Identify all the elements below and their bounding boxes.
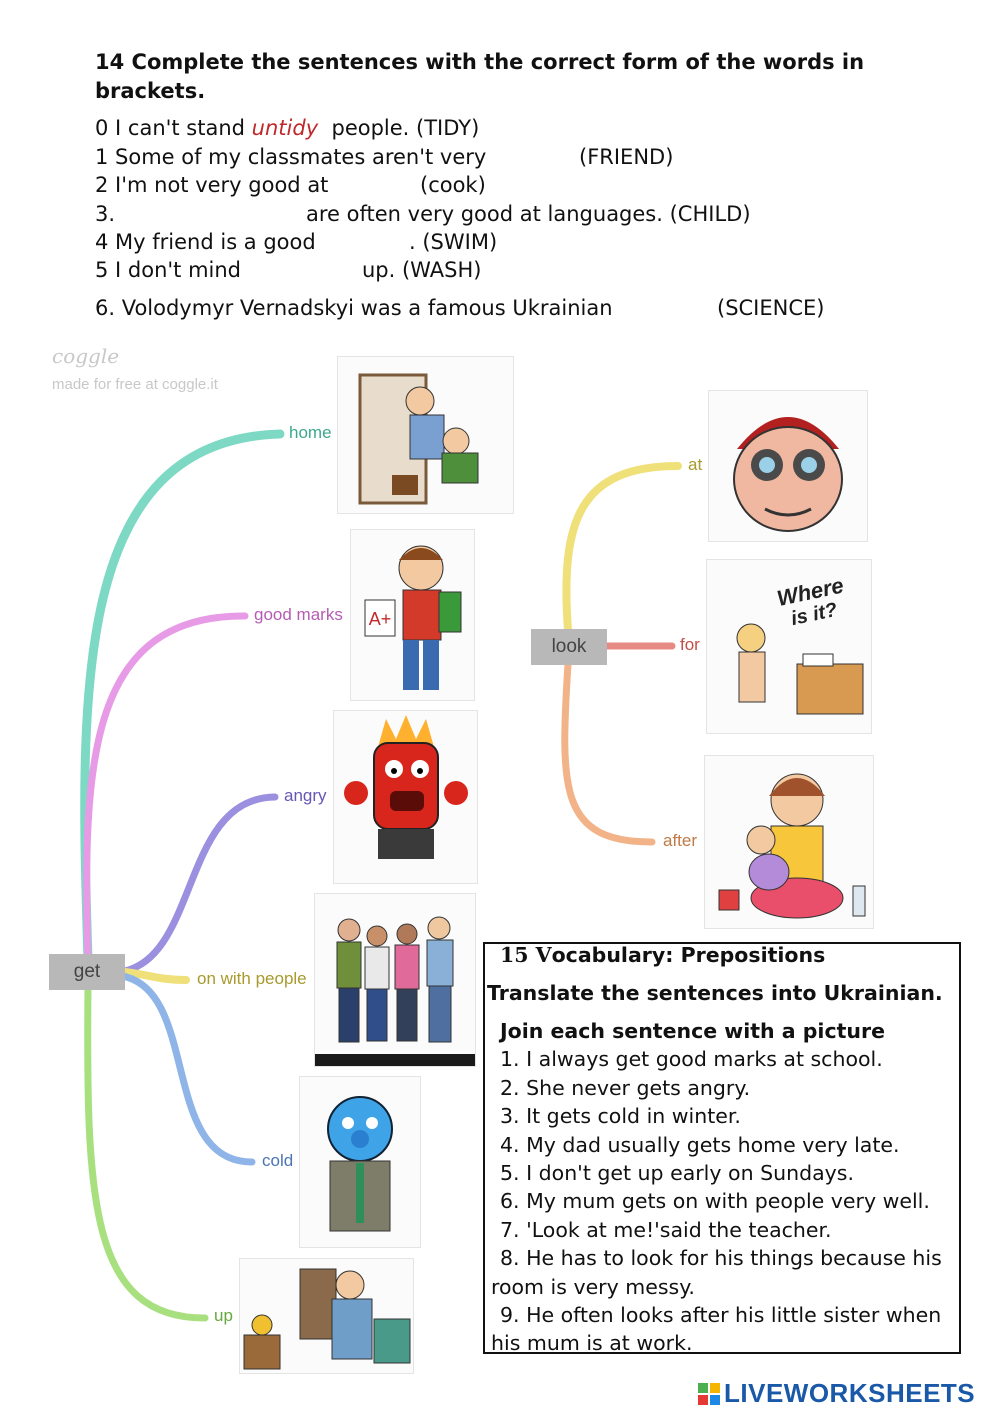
freezing-man-illustration — [327, 1096, 393, 1232]
exercise-15-title: 15 Vocabulary: Prepositions — [500, 943, 826, 967]
label-for: for — [680, 635, 700, 654]
picture-get-angry — [333, 710, 478, 884]
label-after: after — [663, 831, 698, 850]
picture-get-good-marks: A+ — [350, 529, 475, 701]
student-illustration: A+ — [364, 545, 462, 690]
exercise-15-instruction-join: Join each sentence with a picture — [500, 1019, 886, 1043]
branch-good-marks — [83, 612, 249, 964]
exercise-14-title: 14 Complete the sentences with the corre… — [95, 50, 865, 103]
ex15-sentence-8-cont: room is very messy. — [491, 1275, 695, 1299]
coggle-caption: made for free at coggle.it — [52, 376, 218, 393]
picture-get-on-with-people — [314, 893, 476, 1067]
ex15-sentence-4: 4. My dad usually gets home very late. — [500, 1133, 900, 1157]
ex15-sentence-6: 6. My mum gets on with people very well. — [500, 1189, 930, 1213]
coggle-logo: coggle — [52, 344, 120, 368]
label-on-with-people: on with people — [197, 969, 307, 988]
sentence-5-text: 5 I don't mind — [95, 258, 242, 282]
man-with-binoculars-illustration — [733, 417, 843, 532]
ex15-sentence-8: 8. He has to look for his things because… — [500, 1246, 942, 1270]
node-get: get — [49, 954, 125, 990]
example-answer: untidy — [251, 116, 319, 140]
sentence-3-hint: are often very good at languages. (CHILD… — [306, 202, 751, 226]
sentence-1-text: 1 Some of my classmates aren't very — [95, 145, 487, 169]
searching-woman-illustration: Where is it? — [736, 573, 864, 715]
picture-get-up — [239, 1258, 414, 1374]
ex15-sentence-9-cont: his mum is at work. — [491, 1331, 693, 1355]
picture-get-home — [337, 356, 514, 514]
angry-character-illustration — [344, 715, 468, 859]
exercise-15-heading: ocabulary: Prepositions — [551, 943, 826, 967]
picture-get-cold — [299, 1076, 421, 1248]
sentence-1-hint: (FRIEND) — [579, 145, 674, 169]
sentence-2-hint: (сооk) — [420, 173, 486, 197]
label-good-marks: good marks — [254, 605, 343, 624]
ex15-sentence-1: 1. I always get good marks at school. — [500, 1047, 883, 1071]
picture-look-at — [708, 390, 868, 542]
liveworksheets-logo-icon — [698, 1383, 720, 1405]
sentence-0-start: 0 I can't stand — [95, 116, 252, 140]
sentence-5-hint: up. (WASH) — [362, 258, 482, 282]
sentence-0: 0 I can't stand untidy people. (TIDY) — [95, 116, 479, 140]
node-look: look — [531, 629, 607, 665]
branch-angry — [116, 793, 279, 976]
exercise-15-number: 15 — [500, 943, 529, 967]
picture-look-after — [704, 755, 874, 929]
sentence-0-end: people. (TIDY) — [331, 116, 480, 140]
ex15-sentence-5: 5. I don't get up early on Sundays. — [500, 1161, 854, 1185]
ex15-sentence-7: 7. 'Look at me!'said the teacher. — [500, 1218, 832, 1242]
branch-at — [562, 462, 682, 634]
branch-on-with-people — [121, 968, 190, 984]
grade-text: A+ — [369, 609, 392, 629]
branch-after — [561, 660, 656, 846]
label-up: up — [214, 1306, 233, 1325]
sentence-3-text: 3. — [95, 202, 116, 226]
exercise-15-instruction-translate: Translate the sentences into Ukrainian. — [487, 981, 943, 1005]
sentence-4-hint: . (SWIM) — [409, 230, 498, 254]
sentence-6-text: 6. Volodymyr Vernadskyi was a famous Ukr… — [95, 296, 613, 320]
sentence-6-hint: (SCIENCE) — [717, 296, 825, 320]
sentence-4-text: 4 My friend is a good — [95, 230, 316, 254]
sentence-2-text: 2 I'm not very good at — [95, 173, 329, 197]
picture-look-for: Where is it? — [706, 559, 872, 734]
girl-with-baby-illustration — [718, 773, 866, 919]
exercise-15-box — [483, 942, 961, 1354]
ex15-sentence-3: 3. It gets cold in winter. — [500, 1104, 741, 1128]
label-home: home — [289, 423, 332, 442]
door-scene-illustration — [358, 373, 479, 505]
branch-cold — [118, 972, 256, 1166]
branch-up — [84, 981, 209, 1322]
group-of-people-illustration — [315, 916, 475, 1066]
label-at: at — [688, 455, 703, 474]
label-angry: angry — [284, 786, 327, 805]
label-cold: cold — [262, 1151, 294, 1170]
ex15-sentence-9: 9. He often looks after his little siste… — [500, 1303, 942, 1327]
ex15-sentence-2: 2. She never gets angry. — [500, 1076, 751, 1100]
liveworksheets-brand: LIVEWORKSHEETS — [724, 1378, 976, 1408]
waking-up-illustration — [243, 1268, 411, 1370]
